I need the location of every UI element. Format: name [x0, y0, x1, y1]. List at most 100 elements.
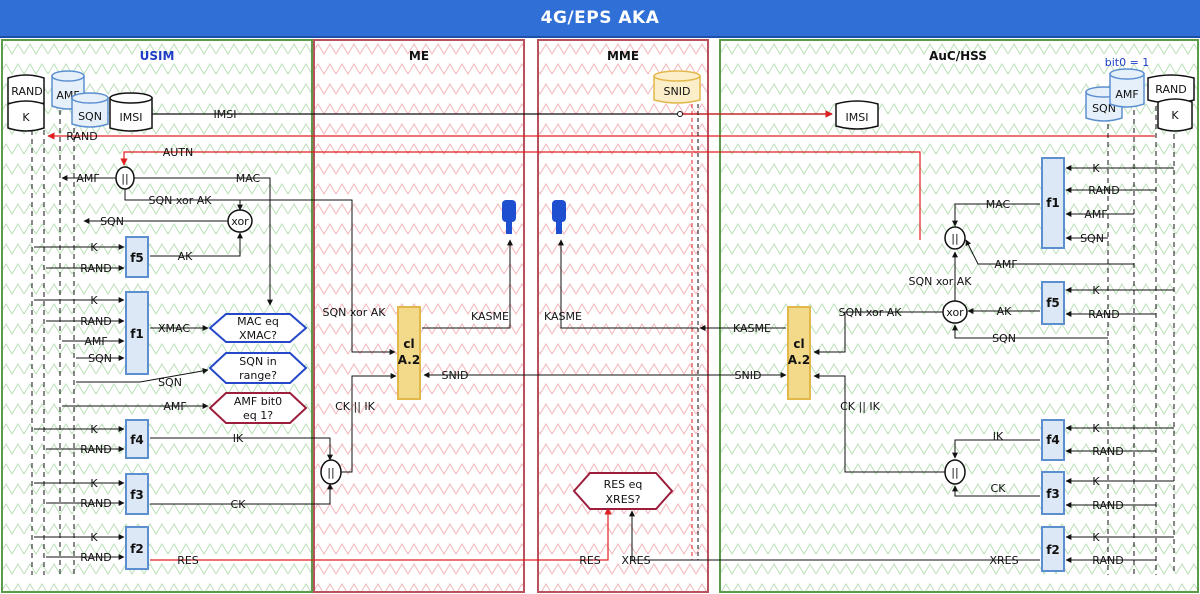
hss-f2-rand: RAND — [1092, 554, 1123, 567]
hss-buses — [1107, 106, 1175, 575]
usim-f5-box: f5 — [125, 236, 149, 278]
hss-f3-box: f3 — [1041, 471, 1065, 515]
svg-text:MAC eq: MAC eq — [237, 315, 279, 328]
svg-text:AMF bit0: AMF bit0 — [234, 395, 282, 408]
hss-concat-ckik: || — [944, 459, 966, 485]
usim-f2-k: K — [90, 531, 98, 544]
usim-f3-rand: RAND — [80, 497, 111, 510]
hss-f1-mac: MAC — [986, 198, 1011, 211]
hss-kasme: KASME — [733, 322, 771, 335]
svg-text:K: K — [22, 111, 30, 124]
usim-buses — [31, 110, 75, 575]
hss-f4-box: f4 — [1041, 419, 1065, 461]
hss-f5-ak: AK — [997, 305, 1013, 318]
mme-title: MME — [607, 49, 639, 63]
svg-text:f1: f1 — [130, 327, 144, 341]
hss-f5-k: K — [1092, 284, 1100, 297]
svg-text:XMAC?: XMAC? — [239, 329, 277, 342]
usim-f4-ik: IK — [233, 432, 244, 445]
hss-amf-label: AMF — [994, 258, 1017, 271]
svg-text:XRES?: XRES? — [606, 493, 641, 506]
svg-text:AMF: AMF — [1115, 88, 1138, 101]
svg-text:||: || — [951, 466, 958, 479]
svg-text:f1: f1 — [1046, 196, 1060, 210]
hss-kdf-box: cl A.2 — [787, 306, 811, 400]
svg-text:f2: f2 — [130, 542, 144, 556]
usim-store-imsi: IMSI — [109, 92, 153, 132]
usim-sqnak-label: SQN xor AK — [148, 194, 212, 207]
usim-f5-rand: RAND — [80, 262, 111, 275]
me-kasme: KASME — [471, 310, 509, 323]
svg-text:f4: f4 — [130, 433, 144, 447]
svg-text:SNID: SNID — [664, 85, 691, 98]
hss-imsi-store: IMSI — [835, 100, 879, 130]
hss-f2-box: f2 — [1041, 526, 1065, 572]
svg-text:K: K — [1171, 109, 1179, 122]
hss-bit0-note: bit0 = 1 — [1105, 56, 1150, 69]
me-kdf-box: cl A.2 — [397, 306, 421, 400]
mme-xres: XRES — [621, 554, 650, 567]
hss-store-amf: AMF — [1109, 68, 1145, 108]
mme-res: RES — [579, 554, 601, 567]
hss-f1-rand: RAND — [1088, 184, 1119, 197]
hss-sqnak2-label: SQN xor AK — [838, 306, 902, 319]
usim-title: USIM — [140, 49, 175, 63]
rand-line: RAND — [47, 130, 1155, 143]
hss-f1-sqn: SQN — [1080, 232, 1104, 245]
me-ckik: CK || IK — [335, 400, 376, 413]
svg-text:f3: f3 — [1046, 487, 1060, 501]
imsi-line-label: IMSI — [214, 108, 237, 121]
svg-text:SQN: SQN — [1092, 102, 1116, 115]
me-key-icon — [502, 200, 516, 234]
usim-f4-box: f4 — [125, 419, 149, 459]
hss-f2-xres: XRES — [989, 554, 1018, 567]
usim-store-k: K — [7, 100, 45, 132]
svg-text:SQN in: SQN in — [239, 355, 276, 368]
svg-text:xor: xor — [231, 215, 249, 228]
me-concat: || — [320, 459, 342, 485]
usim-f2-res: RES — [177, 554, 199, 567]
mme-key-icon — [552, 200, 566, 234]
usim-f1-sqn: SQN — [88, 352, 112, 365]
usim-split-concat: || — [115, 166, 135, 190]
hss-f3-ck: CK — [991, 482, 1007, 495]
hss-f5-rand: RAND — [1088, 308, 1119, 321]
me-snid: SNID — [442, 369, 469, 382]
hss-concat: || — [944, 226, 966, 250]
hss-f1-k: K — [1092, 162, 1100, 175]
hss-ckik: CK || IK — [840, 400, 881, 413]
hss-title: AuC/HSS — [929, 49, 987, 63]
usim-xor: xor — [227, 209, 253, 233]
usim-f3-box: f3 — [125, 473, 149, 515]
svg-text:SQN: SQN — [78, 110, 102, 123]
usim-store-sqn: SQN — [71, 92, 109, 128]
diagram-title: 4G/EPS AKA — [0, 0, 1200, 38]
svg-text:||: || — [121, 172, 128, 185]
svg-text:f3: f3 — [130, 488, 144, 502]
hex-amf-check: AMF bit0 eq 1? — [208, 392, 308, 424]
svg-text:cl: cl — [793, 337, 804, 351]
hss-f5-box: f5 — [1041, 281, 1065, 325]
mme-kasme: KASME — [544, 310, 582, 323]
svg-text:f5: f5 — [1046, 296, 1060, 310]
usim-f3-k: K — [90, 477, 98, 490]
hss-sqn-label: SQN — [992, 332, 1016, 345]
usim-sqn-out-label: SQN — [100, 215, 124, 228]
usim-f4-k: K — [90, 423, 98, 436]
usim-f4-rand: RAND — [80, 443, 111, 456]
hss-store-rand: RAND — [1147, 74, 1195, 104]
hss-f4-ik: IK — [993, 430, 1004, 443]
rand-line-label: RAND — [66, 130, 97, 143]
autn-line: AUTN — [120, 146, 921, 240]
hss-sqnak-label: SQN xor AK — [908, 275, 972, 288]
usim-f5-k: K — [90, 241, 98, 254]
svg-text:IMSI: IMSI — [120, 111, 143, 124]
usim-f1-xmac: XMAC — [158, 322, 190, 335]
svg-text:A.2: A.2 — [398, 353, 420, 367]
svg-text:RAND: RAND — [11, 85, 42, 98]
usim-f1-rand: RAND — [80, 315, 111, 328]
usim-store-rand: RAND — [7, 74, 45, 107]
svg-text:RAND: RAND — [1155, 83, 1186, 96]
hss-xor: xor — [942, 300, 968, 324]
